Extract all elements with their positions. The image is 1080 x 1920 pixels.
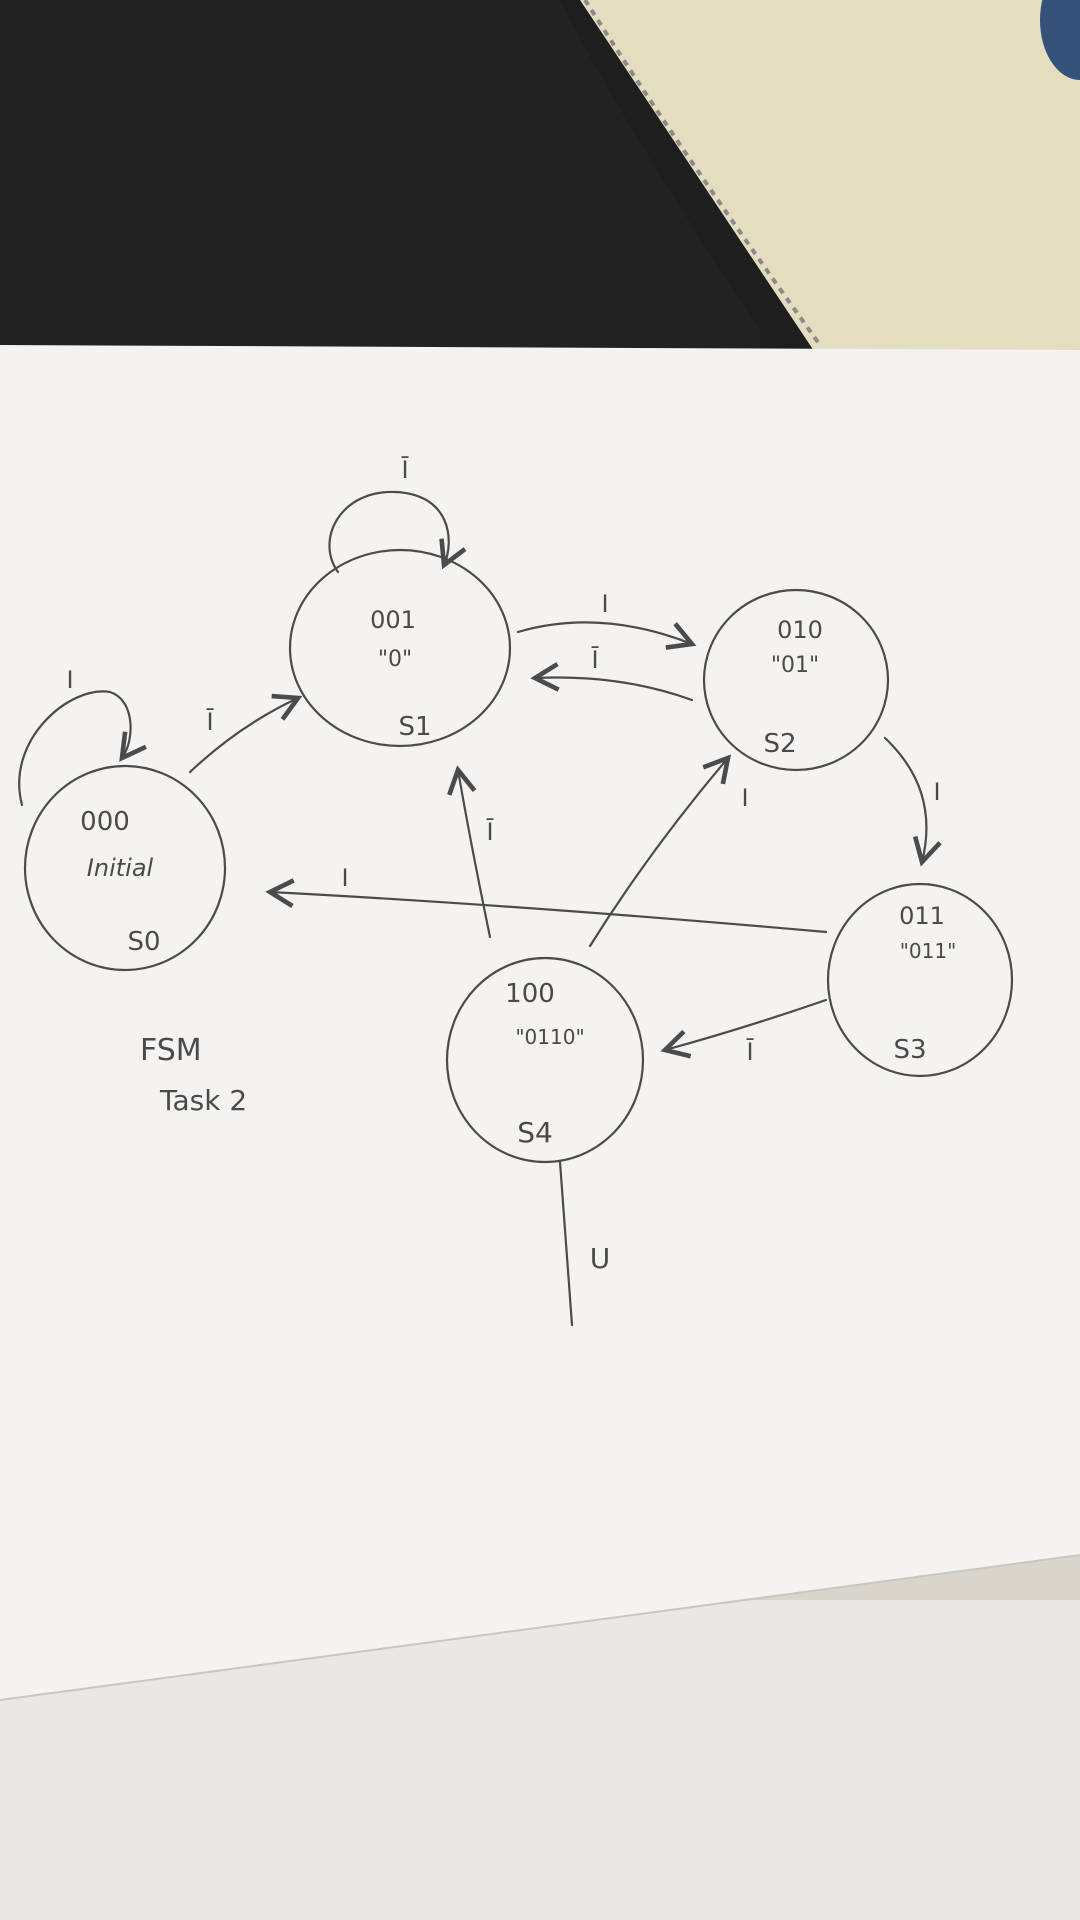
state-s1-output: "0"	[378, 647, 412, 672]
state-s3-label: S3	[893, 1035, 926, 1065]
transition-s2-s3-label: I	[933, 778, 940, 806]
state-s1-circle	[288, 548, 512, 748]
transition-s4-s1-label: Ī	[486, 817, 494, 846]
state-s1-label: S1	[398, 712, 431, 742]
state-s2-label: S2	[763, 729, 796, 759]
transition-s1-s2-label: I	[601, 590, 608, 618]
transition-s1-s1	[328, 490, 467, 574]
transition-s0-s1-label: Ī	[206, 707, 214, 736]
state-s2-output: "01"	[771, 653, 819, 678]
state-s0-code: 000	[80, 807, 130, 837]
state-s0-circle	[23, 764, 227, 972]
transition-s3-s4-label: Ī	[746, 1037, 754, 1066]
state-s3-circle	[826, 882, 1014, 1078]
output-line	[558, 1160, 574, 1327]
state-s4-code: 100	[505, 979, 555, 1009]
output-line-label: U	[590, 1242, 611, 1275]
transition-s0-s0-label: I	[66, 666, 73, 694]
transition-s3-s0-label: I	[341, 864, 348, 892]
transition-s4-s1	[447, 765, 492, 939]
transition-s0-s0	[18, 690, 147, 807]
transition-s3-s4	[660, 998, 828, 1059]
stitched-edge	[583, 0, 822, 347]
transition-s1-s1-label: Ī	[401, 455, 409, 484]
tape-roll	[1040, 0, 1080, 80]
state-s2-circle	[702, 588, 890, 772]
transition-s4-s2-label: I	[741, 784, 748, 812]
state-s4-circle	[445, 956, 645, 1164]
transition-s2-s3	[883, 736, 942, 867]
transition-s3-s0	[265, 878, 828, 934]
state-s4-output: "0110"	[515, 1025, 584, 1049]
paper-edge	[0, 1554, 1080, 1701]
state-s1-code: 001	[370, 606, 416, 634]
transition-s4-s2	[588, 754, 732, 948]
transition-s2-s1-label: Ī	[591, 645, 599, 674]
paper-sheet	[0, 345, 1080, 1700]
dark-surface-shade	[0, 0, 760, 360]
transition-s0-s1	[188, 693, 303, 774]
beige-tabletop	[580, 0, 1080, 360]
state-s0-output: Initial	[87, 854, 154, 882]
state-s0-label: S0	[127, 927, 160, 957]
state-s3-output: "011"	[900, 939, 957, 963]
state-s4-label: S4	[517, 1116, 553, 1149]
transition-s2-s1	[530, 662, 694, 702]
state-s2-code: 010	[777, 616, 823, 644]
transition-s1-s2	[516, 621, 697, 650]
note-line2: Task 2	[159, 1084, 247, 1117]
note-line1: FSM	[140, 1033, 202, 1068]
state-s3-code: 011	[899, 902, 945, 930]
